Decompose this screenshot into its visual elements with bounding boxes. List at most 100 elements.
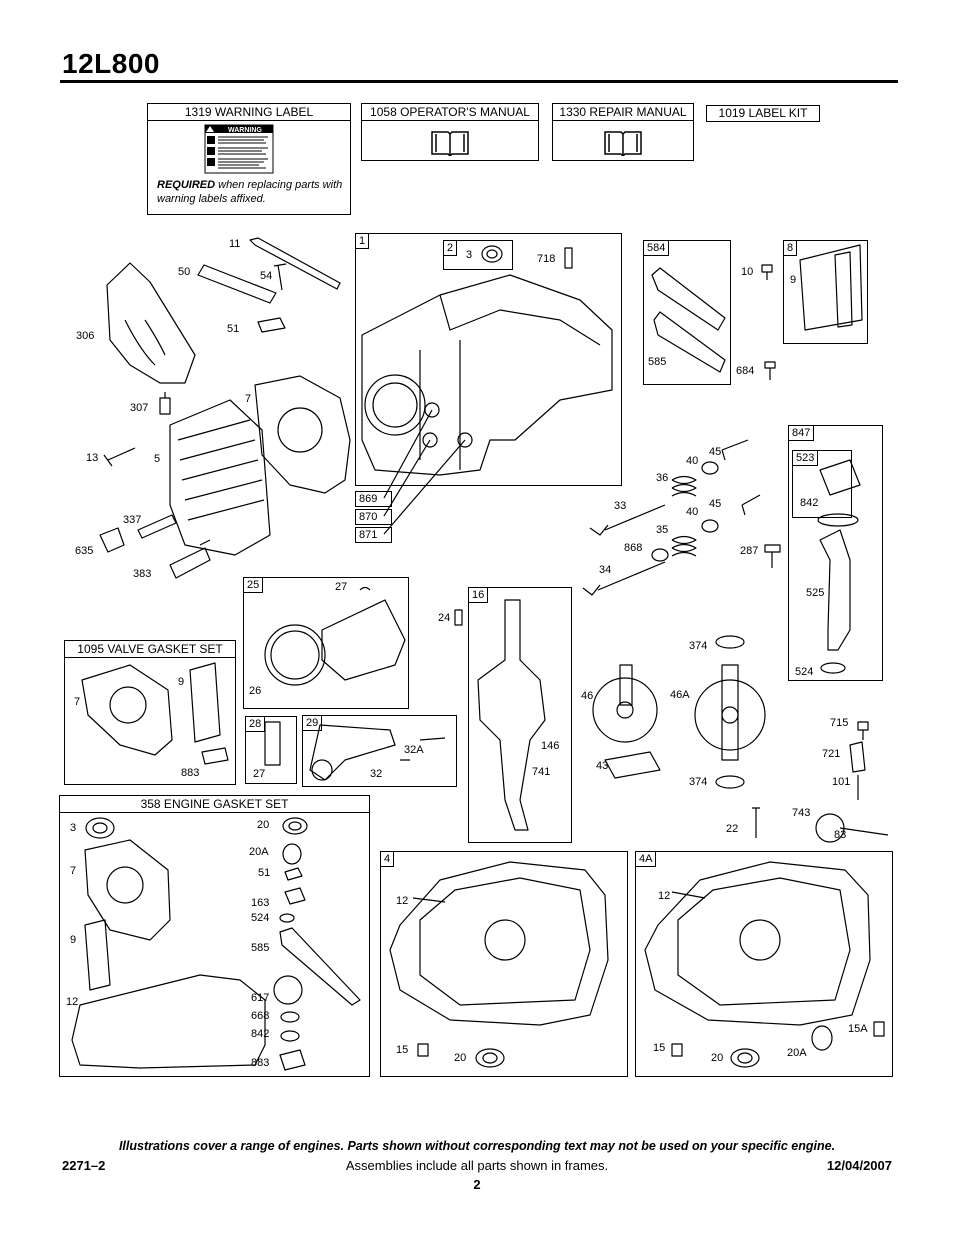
frame-tag-2: 2 (443, 240, 458, 256)
assembly-note: Assemblies include all parts shown in fr… (345, 1158, 609, 1173)
frame-tag-1: 1 (355, 233, 370, 249)
callout: 307 (130, 402, 149, 414)
callout: 54 (260, 270, 273, 282)
callout: 337 (123, 514, 142, 526)
callout: 12 (396, 895, 409, 907)
callout: 374 (689, 640, 708, 652)
callout: 5 (154, 453, 161, 465)
callout: 32A (404, 744, 424, 756)
frame-1-cylinder (355, 233, 622, 486)
open-book-icon (604, 131, 642, 156)
callout: 51 (258, 867, 271, 879)
callout: 7 (74, 696, 81, 708)
operators-manual-header: 1058 OPERATOR'S MANUAL (362, 104, 538, 121)
callout: 50 (178, 266, 191, 278)
frame-tag-523: 523 (792, 450, 819, 466)
callout: 617 (251, 992, 270, 1004)
callout: 383 (133, 568, 152, 580)
callout: 9 (178, 676, 185, 688)
callout: 15 (653, 1042, 666, 1054)
callout: 45 (709, 498, 722, 510)
frame-4a-sump (635, 851, 893, 1077)
callout: 883 (251, 1057, 270, 1069)
callout: 26 (249, 685, 262, 697)
callout: 883 (181, 767, 200, 779)
frame-tag-870: 870 (355, 509, 392, 525)
callout: 13 (86, 452, 99, 464)
callout: 35 (656, 524, 669, 536)
callout: 7 (245, 393, 252, 405)
callout: 287 (740, 545, 759, 557)
operators-manual-box: 1058 OPERATOR'S MANUAL (361, 103, 539, 161)
label-kit-header: 1019 LABEL KIT (718, 106, 808, 120)
callout: 743 (792, 807, 811, 819)
callout: 741 (532, 766, 551, 778)
warning-label-box: 1319 WARNING LABEL WARNING REQUIRED when… (147, 103, 351, 215)
frame-8-cover (783, 240, 868, 344)
callout: 33 (614, 500, 627, 512)
open-book-icon (431, 131, 469, 156)
callout: 585 (648, 356, 667, 368)
frame-tag-4a: 4A (635, 851, 657, 867)
frame-29-rod (302, 715, 457, 787)
frame-tag-25: 25 (243, 577, 264, 593)
callout: 40 (686, 455, 699, 467)
callout: 46 (581, 690, 594, 702)
frame-tag-869: 869 (355, 491, 392, 507)
callout: 20 (711, 1052, 724, 1064)
callout: 20 (257, 819, 270, 831)
callout: 101 (832, 776, 851, 788)
callout: 36 (656, 472, 669, 484)
required-bold: REQUIRED (157, 179, 216, 191)
frame-tag-8: 8 (783, 240, 798, 256)
required-rest: when replacing parts with warning labels… (157, 179, 343, 205)
callout: 12 (658, 890, 671, 902)
repair-manual-header: 1330 REPAIR MANUAL (553, 104, 693, 121)
callout: 163 (251, 897, 270, 909)
frame-28-pin (245, 716, 297, 784)
callout: 668 (251, 1010, 270, 1022)
frame-523-dipstick-cap (792, 450, 852, 518)
callout: 585 (251, 942, 270, 954)
callout: 374 (689, 776, 708, 788)
callout: 3 (466, 249, 473, 261)
frame-tag-871: 871 (355, 527, 392, 543)
engine-gasket-set-header: 358 ENGINE GASKET SET (60, 796, 369, 813)
callout: 15A (848, 1023, 868, 1035)
callout: 684 (736, 365, 755, 377)
callout: 46A (670, 689, 690, 701)
engine-gasket-set-box: 358 ENGINE GASKET SET (59, 795, 370, 1077)
frame-tag-4: 4 (380, 851, 395, 867)
valve-gasket-set-box: 1095 VALVE GASKET SET (64, 640, 236, 785)
frame-tag-29: 29 (302, 715, 323, 731)
callout: 721 (822, 748, 841, 760)
warning-label-icon: WARNING (204, 124, 274, 174)
callout: 718 (537, 253, 556, 265)
disclaimer: Illustrations cover a range of engines. … (118, 1139, 836, 1153)
callout: 27 (335, 581, 348, 593)
callout: 842 (251, 1028, 270, 1040)
frame-tag-28: 28 (245, 716, 266, 732)
callout: 51 (227, 323, 240, 335)
document-code: 2271–2 (62, 1158, 106, 1173)
warning-word: WARNING (228, 127, 262, 134)
label-kit-box: 1019 LABEL KIT (706, 105, 820, 122)
warning-label-header: 1319 WARNING LABEL (148, 104, 350, 121)
callout: 842 (800, 497, 819, 509)
callout: 20A (787, 1047, 807, 1059)
callout: 45 (709, 446, 722, 458)
callout: 306 (76, 330, 95, 342)
page-number: 2 (473, 1177, 481, 1192)
frame-25-piston (243, 577, 409, 709)
callout: 15 (396, 1044, 409, 1056)
frame-847-dipstick (788, 425, 883, 681)
callout: 24 (438, 612, 451, 624)
callout: 20 (454, 1052, 467, 1064)
callout: 3 (70, 822, 77, 834)
repair-manual-box: 1330 REPAIR MANUAL (552, 103, 694, 161)
callout: 9 (70, 934, 77, 946)
callout: 20A (249, 846, 269, 858)
callout: 9 (790, 274, 797, 286)
callout: 22 (726, 823, 739, 835)
